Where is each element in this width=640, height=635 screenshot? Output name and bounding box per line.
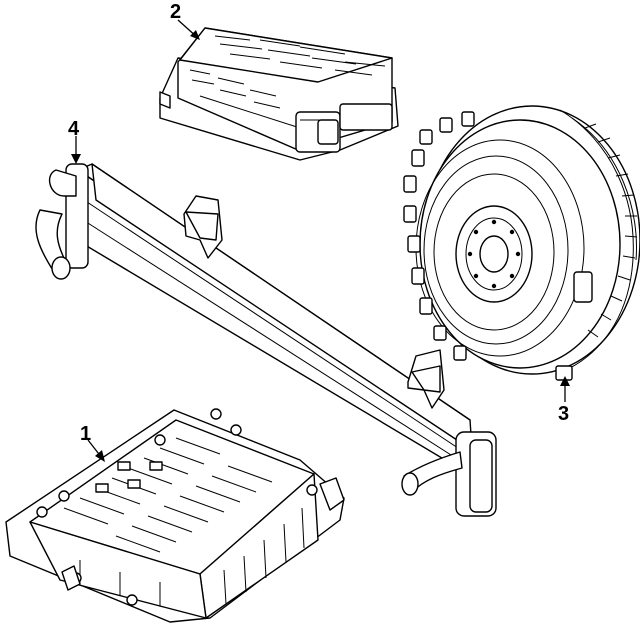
power-module-icon[interactable] [159,27,399,161]
callout-2: 2 [170,1,181,23]
callout-4: 4 [68,118,80,140]
cooler-radiator-icon[interactable] [35,163,497,517]
callout-1: 1 [80,423,91,445]
callout-leaders [71,19,570,462]
callout-3: 3 [558,403,569,425]
lower-battery-tray-icon[interactable] [5,408,345,623]
motor-generator-icon[interactable] [403,105,640,381]
